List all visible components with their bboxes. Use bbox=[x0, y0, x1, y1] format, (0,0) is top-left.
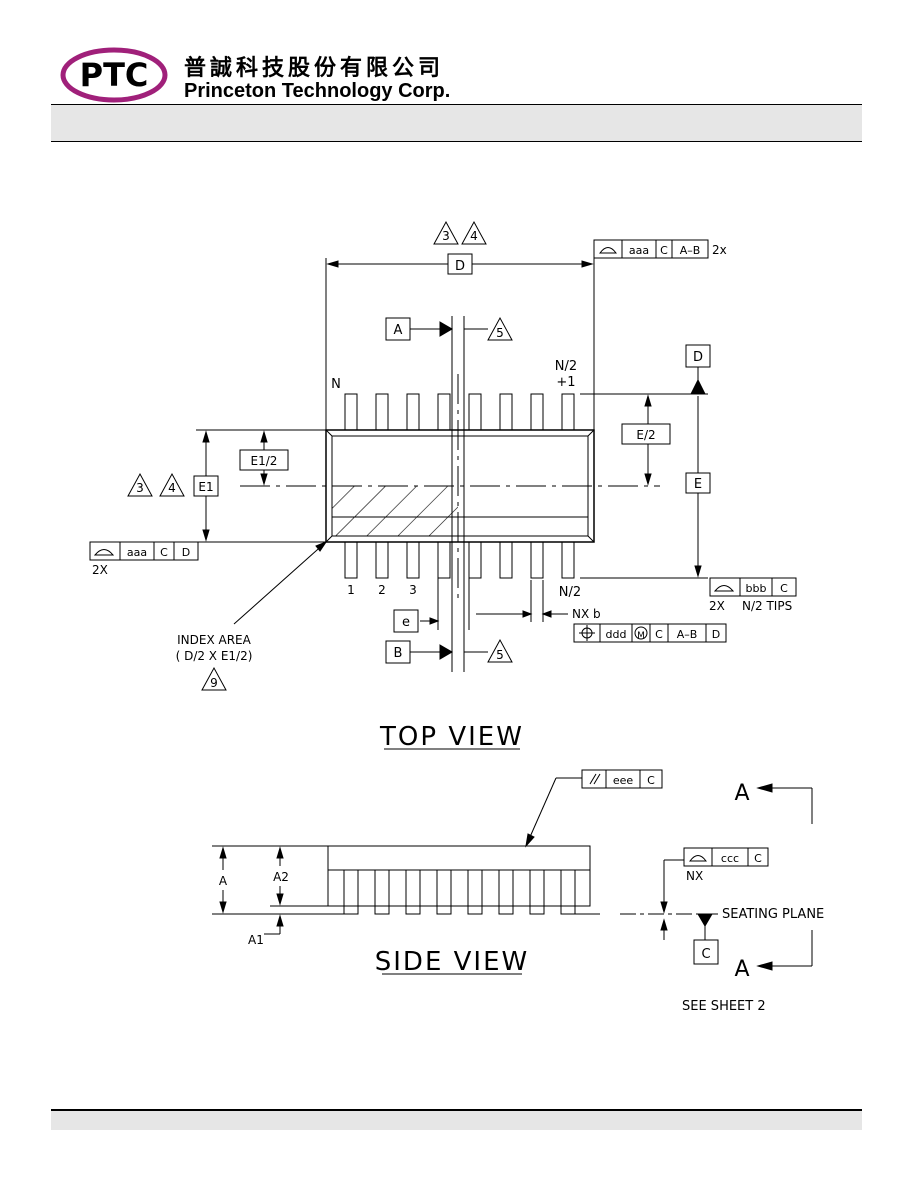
dim-E1: E1 bbox=[198, 480, 213, 494]
note-3-left: 3 bbox=[136, 481, 144, 495]
two-x-right: 2X bbox=[709, 599, 725, 613]
index-area-label: INDEX AREA bbox=[177, 633, 252, 647]
datum-B-label: B bbox=[394, 646, 403, 661]
frame-pos-C: C bbox=[655, 628, 663, 641]
frame-coplanar-ccc: ccc bbox=[721, 852, 739, 865]
datum-A-label: A bbox=[394, 323, 403, 338]
note-9: 9 bbox=[210, 676, 218, 690]
frame-parallel-eee: eee bbox=[613, 774, 634, 787]
frame-pos-ddd: ddd bbox=[606, 628, 627, 641]
pin-N2-bottom: N/2 bbox=[559, 585, 581, 600]
frame-pos-AB: A–B bbox=[677, 628, 698, 641]
index-area-dims: ( D/2 X E1/2) bbox=[176, 649, 253, 663]
header-bar bbox=[51, 104, 862, 142]
dim-D: D bbox=[455, 259, 465, 274]
frame-left-aaa: aaa bbox=[127, 546, 147, 559]
logo-text: PTC bbox=[80, 56, 149, 94]
pin-1: 1 bbox=[347, 583, 355, 597]
company-name-english: Princeton Technology Corp. bbox=[184, 80, 451, 102]
tips-label: N/2 TIPS bbox=[742, 599, 792, 613]
frame-left-D: D bbox=[182, 546, 190, 559]
index-area-hatch bbox=[332, 486, 458, 536]
nx-b-label: NX b bbox=[572, 607, 601, 621]
dim-A1: A1 bbox=[248, 933, 264, 947]
dim-e: e bbox=[402, 615, 410, 630]
note-5-bottom: 5 bbox=[496, 648, 504, 662]
dim-A: A bbox=[219, 874, 228, 888]
dim-E1-half: E1/2 bbox=[251, 454, 278, 468]
datum-C-label: C bbox=[701, 947, 710, 962]
pin-2: 2 bbox=[378, 583, 386, 597]
frame-pos-M: M bbox=[637, 631, 645, 641]
section-A-bottom: A bbox=[734, 957, 749, 982]
section-A-top: A bbox=[734, 781, 749, 806]
see-sheet-label: SEE SHEET 2 bbox=[682, 999, 766, 1014]
frame-right-bbb: bbb bbox=[746, 582, 767, 595]
nx-label: NX bbox=[686, 869, 703, 883]
side-leads bbox=[343, 869, 576, 915]
frame-top-aaa: aaa bbox=[629, 244, 649, 257]
note-3-top: 3 bbox=[442, 229, 450, 243]
bottom-leads bbox=[344, 541, 575, 579]
dim-E: E bbox=[694, 477, 702, 492]
footer-rule bbox=[51, 1109, 862, 1111]
footer-bar bbox=[51, 1111, 862, 1130]
note-5-top: 5 bbox=[496, 326, 504, 340]
two-x-left: 2X bbox=[92, 563, 108, 577]
side-body bbox=[327, 869, 591, 907]
note-4-top: 4 bbox=[470, 229, 478, 243]
top-leads bbox=[344, 393, 575, 431]
dim-E-half: E/2 bbox=[636, 428, 655, 442]
dim-A2: A2 bbox=[273, 870, 289, 884]
frame-parallel-C: C bbox=[647, 774, 655, 787]
top-view-title: TOP VIEW bbox=[379, 722, 524, 752]
note-4-left: 4 bbox=[168, 481, 176, 495]
frame-coplanar-C: C bbox=[754, 852, 762, 865]
pin-3: 3 bbox=[409, 583, 417, 597]
pin-plus-one: +1 bbox=[556, 375, 575, 390]
frame-top-C: C bbox=[660, 244, 668, 257]
side-body-top bbox=[327, 845, 591, 871]
pin-N2-plus: N/2 bbox=[555, 359, 577, 374]
datum-D-label: D bbox=[693, 350, 703, 365]
frame-top-2x: 2x bbox=[712, 243, 727, 257]
frame-left-C: C bbox=[160, 546, 168, 559]
pin-N: N bbox=[331, 377, 341, 392]
frame-right-C: C bbox=[780, 582, 788, 595]
ptc-logo: PTC bbox=[60, 47, 168, 103]
side-view-title: SIDE VIEW bbox=[375, 947, 529, 977]
company-name-chinese: 普誠科技股份有限公司 bbox=[184, 56, 445, 81]
seating-plane-label: SEATING PLANE bbox=[722, 907, 824, 922]
frame-top-AB: A–B bbox=[680, 244, 701, 257]
frame-pos-D: D bbox=[712, 628, 720, 641]
